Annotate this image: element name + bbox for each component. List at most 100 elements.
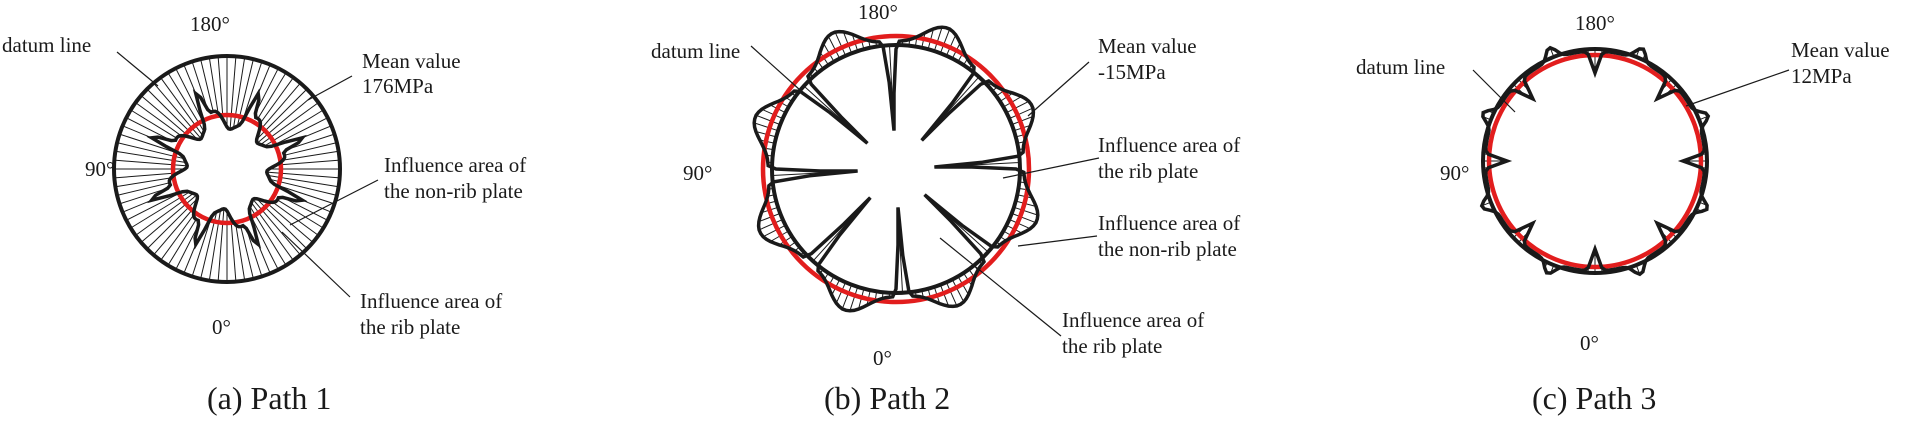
- hatch-line: [115, 177, 171, 188]
- hatch-line: [1011, 115, 1034, 126]
- hatch-line: [126, 191, 183, 221]
- hatch-line: [257, 72, 287, 119]
- hatch-line: [126, 117, 172, 142]
- panel-b-caption: (b) Path 2: [824, 380, 950, 416]
- hatch-line: [835, 282, 847, 304]
- panel-b-mean-label: Mean value: [1098, 34, 1197, 58]
- hatch-line: [283, 150, 339, 161]
- hatch-line: [945, 34, 957, 56]
- hatch-line: [235, 225, 246, 281]
- hatch-line: [945, 282, 958, 307]
- panel-b-area1-label: Influence area of: [1098, 133, 1240, 157]
- hatch-line: [284, 142, 338, 156]
- panel-b-area2-label: Influence area of: [1098, 211, 1240, 235]
- hatch-line: [834, 31, 847, 56]
- panel-a-datum-label: datum line: [2, 33, 91, 57]
- hatch-line: [122, 125, 152, 139]
- hatch-line: [257, 244, 271, 274]
- hatch-line: [755, 114, 781, 126]
- panel-a-area2-label-2: the rib plate: [360, 315, 460, 339]
- panel-c-angle-90: 90°: [1440, 161, 1469, 185]
- hatch-line: [1006, 100, 1030, 114]
- panel-c-angle-0: 0°: [1580, 331, 1599, 355]
- hatch-line: [849, 286, 859, 311]
- panel-c-mean-label: Mean value: [1791, 38, 1890, 62]
- hatch-line: [245, 228, 263, 277]
- panel-b: 180° 90° 0° datum line Mean value -15MPa…: [651, 0, 1240, 416]
- hatch-line: [758, 212, 781, 223]
- hatch-line: [119, 133, 180, 155]
- hatch-line: [160, 214, 195, 261]
- hatch-line: [282, 196, 328, 221]
- hatch-line: [122, 199, 152, 213]
- panel-b-mean-leader: [1027, 61, 1090, 117]
- hatch-line: [116, 182, 170, 196]
- hatch-line: [175, 224, 200, 270]
- panel-b-area3-leader: [939, 237, 1062, 337]
- panel-b-area2-leader: [1017, 235, 1098, 247]
- panel-c-datum-label: datum line: [1356, 55, 1445, 79]
- hatch-line: [951, 279, 965, 303]
- hatch-line: [939, 28, 951, 54]
- hatch-line: [272, 201, 319, 236]
- panel-a-area1-label-2: the non-rib plate: [384, 179, 523, 203]
- hatch-line: [264, 200, 314, 243]
- hatch-line: [1011, 212, 1037, 224]
- panel-b-datum-leader: [750, 45, 801, 91]
- hatch-line: [175, 68, 205, 125]
- hatch-line: [842, 31, 853, 54]
- panel-b-area1-leader: [1002, 157, 1100, 179]
- panel-b-datum-label: datum line: [651, 39, 740, 63]
- panel-a-datum-leader: [116, 51, 159, 87]
- panel-c-caption: (c) Path 3: [1532, 380, 1656, 416]
- hatch-line: [761, 108, 783, 120]
- hatch-line: [183, 244, 197, 274]
- panel-b-angle-90: 90°: [683, 161, 712, 185]
- panel-c-distribution-curve: [1479, 45, 1711, 277]
- hatch-line: [191, 216, 213, 277]
- panel-a-area2-leader: [281, 231, 351, 298]
- hatch-line: [274, 183, 335, 205]
- panel-b-angle-180: 180°: [858, 0, 898, 24]
- hatch-line: [841, 284, 853, 310]
- hatch-line: [114, 172, 178, 179]
- hatch-line: [827, 35, 841, 59]
- panel-c-datum-circle: [1481, 47, 1709, 275]
- panel-a-area2-label: Influence area of: [360, 289, 502, 313]
- hatch-line: [758, 218, 783, 231]
- panel-a-mean-value: 176MPa: [362, 74, 434, 98]
- hatch-line: [762, 224, 786, 238]
- hatch-line: [241, 61, 263, 122]
- hatch-line: [286, 133, 335, 151]
- hatch-line: [939, 284, 950, 307]
- hatch-line: [258, 82, 301, 132]
- hatch-line: [1009, 107, 1034, 120]
- panel-b-distribution-curve: [752, 25, 1040, 313]
- hatch-line: [249, 213, 279, 270]
- hatch-line: [119, 187, 168, 205]
- hatch-line: [208, 57, 219, 113]
- panel-a-area1-label: Influence area of: [384, 153, 526, 177]
- hatch-line: [302, 199, 332, 213]
- panel-c-angle-180: 180°: [1575, 11, 1615, 35]
- panel-a-datum-circle: [112, 54, 342, 284]
- hatch-line: [200, 58, 214, 112]
- hatch-line: [754, 122, 779, 132]
- panel-b-angle-0: 0°: [873, 346, 892, 370]
- panel-a-caption: (a) Path 1: [207, 380, 331, 416]
- hatch-line: [191, 61, 209, 110]
- panel-b-mean-value: -15MPa: [1098, 60, 1166, 84]
- hatch-line: [167, 219, 197, 266]
- hatch-line: [933, 27, 943, 52]
- panel-a-angle-0: 0°: [212, 315, 231, 339]
- panel-c: 180° 90° 0° datum line Mean value 12MPa …: [1356, 11, 1890, 416]
- hatch-line: [135, 102, 182, 137]
- panel-a-mean-leader: [307, 75, 353, 101]
- panel-a-area1-leader: [289, 179, 379, 226]
- panel-b-area1-label-2: the rib plate: [1098, 159, 1198, 183]
- hatch-line: [257, 64, 271, 94]
- hatch-line: [276, 159, 340, 166]
- panel-a-mean-circle: [170, 112, 284, 226]
- panel-c-datum-leader: [1472, 69, 1516, 113]
